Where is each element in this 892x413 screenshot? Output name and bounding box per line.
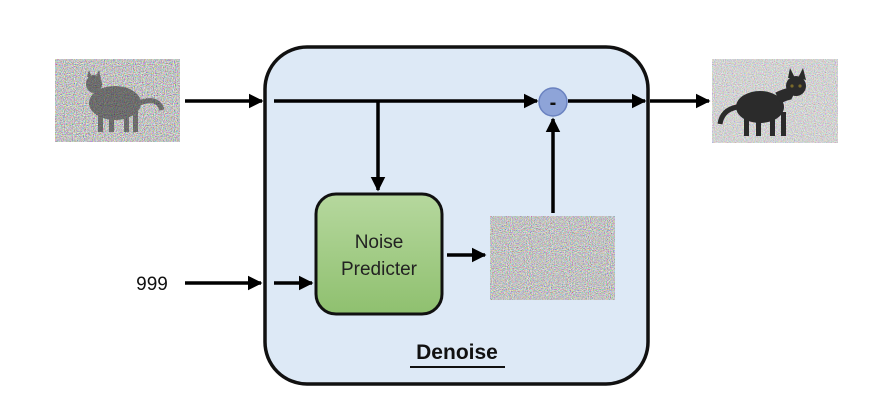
subtract-symbol: - bbox=[550, 92, 557, 114]
cat-silhouette-icon bbox=[86, 70, 165, 132]
denoise-title: Denoise bbox=[416, 341, 498, 364]
cat-icon bbox=[717, 68, 806, 136]
output-denoised-image bbox=[712, 59, 838, 143]
input-noisy-image bbox=[55, 59, 180, 142]
noise-predictor-label-line2: Predicter bbox=[341, 259, 418, 280]
subtract-node bbox=[538, 87, 568, 117]
noise-predictor-box bbox=[314, 192, 444, 316]
step-input-label: 999 bbox=[136, 274, 168, 295]
predicted-noise-image bbox=[490, 216, 615, 300]
noise-predictor-label-line1: Noise bbox=[355, 232, 404, 253]
